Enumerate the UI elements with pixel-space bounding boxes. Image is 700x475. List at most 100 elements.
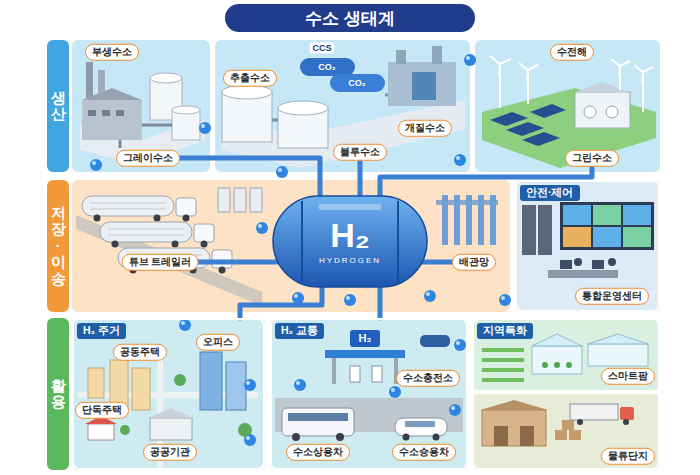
hydrogen-pipe bbox=[180, 158, 320, 195]
pipeline-rack bbox=[436, 195, 498, 245]
tube-trailers bbox=[219, 267, 226, 274]
hydrogen-bubbles bbox=[294, 379, 306, 391]
panel-grounds bbox=[72, 318, 265, 470]
logistics-complex bbox=[494, 426, 508, 446]
logistics-complex bbox=[620, 407, 634, 420]
control-room bbox=[608, 258, 616, 266]
tube-trailers bbox=[100, 222, 192, 242]
byproduct-plant bbox=[102, 110, 110, 116]
housing-district bbox=[88, 368, 104, 398]
panel-grounds bbox=[72, 180, 510, 312]
label-pill: 배관망 bbox=[452, 254, 496, 271]
hydrogen-bubbles bbox=[244, 379, 256, 391]
tag-text: 물류단지 bbox=[608, 450, 648, 463]
smart-farm bbox=[482, 350, 524, 380]
tag-text: 추출수소 bbox=[230, 72, 270, 85]
tag-text: 튜브 트레일러 bbox=[129, 256, 192, 269]
housing-district bbox=[148, 408, 194, 418]
smart-farm bbox=[532, 334, 582, 346]
tag-text: 수소충전소 bbox=[403, 372, 453, 385]
reforming-plant bbox=[222, 46, 465, 168]
reforming-plant bbox=[432, 46, 442, 64]
section-panel: 스마트팜물류단지지역특화 bbox=[472, 318, 660, 470]
byproduct-plant bbox=[82, 100, 142, 140]
logistics-complex bbox=[482, 410, 546, 446]
transport-district bbox=[292, 433, 300, 441]
housing-district bbox=[88, 424, 114, 440]
hydrogen-pipe bbox=[240, 288, 322, 318]
hydrogen-bubbles bbox=[199, 122, 211, 134]
tag-text: 수소승용차 bbox=[399, 446, 449, 459]
hydrogen-bubbles bbox=[464, 54, 476, 66]
tube-trailers bbox=[172, 241, 179, 248]
green-hydrogen-island bbox=[482, 56, 656, 168]
reforming-plant bbox=[278, 101, 328, 115]
tube-trailers bbox=[154, 215, 161, 222]
label-pill: 수소승용차 bbox=[392, 444, 456, 461]
label-pill: 스마트팜 bbox=[601, 368, 655, 385]
control-room bbox=[623, 205, 651, 225]
green-hydrogen-island bbox=[490, 112, 528, 126]
tag-text: 개질수소 bbox=[405, 122, 445, 135]
panel-heading: 안전·제어 bbox=[520, 185, 580, 201]
tube-trailers bbox=[94, 215, 101, 222]
byproduct-plant bbox=[172, 106, 200, 114]
hydrogen-bubbles bbox=[244, 434, 256, 446]
smart-farm bbox=[588, 334, 648, 344]
label-pill: 수소상용차 bbox=[286, 444, 350, 461]
tube-trailers bbox=[218, 188, 230, 212]
panel-grounds bbox=[270, 318, 468, 470]
green-hydrogen-island bbox=[611, 59, 630, 90]
transport-district bbox=[282, 408, 354, 436]
control-room bbox=[592, 260, 604, 269]
logistics-complex bbox=[520, 426, 534, 446]
housing-district bbox=[226, 362, 246, 410]
tank-outline bbox=[301, 201, 303, 282]
transport-district bbox=[395, 418, 447, 436]
category-tab: 활용 bbox=[47, 318, 69, 470]
panel-grounds bbox=[72, 40, 210, 172]
reforming-plant bbox=[388, 62, 456, 106]
diagram-title: 수소 생태계 bbox=[225, 4, 475, 32]
smart-farm bbox=[566, 362, 572, 368]
tube-trailers bbox=[100, 222, 214, 248]
label-pill: 수전해 bbox=[550, 44, 594, 61]
panel-grounds bbox=[215, 40, 470, 172]
tube-trailers bbox=[183, 215, 190, 222]
control-room bbox=[522, 205, 536, 255]
tank-outline bbox=[273, 196, 427, 287]
tag-text: 수전해 bbox=[557, 46, 587, 59]
transport-district bbox=[405, 421, 435, 427]
logistics-complex bbox=[577, 419, 583, 425]
tube-trailers bbox=[90, 209, 166, 210]
section-panel: 통합운영센터 안전·제어 bbox=[515, 180, 660, 312]
category-label: 활용 bbox=[51, 378, 66, 411]
label-pill: 그린수소 bbox=[565, 150, 619, 167]
control-room bbox=[563, 205, 591, 225]
tag-text: 수소상용차 bbox=[293, 446, 343, 459]
logistics-complex bbox=[480, 400, 548, 410]
housing-district bbox=[150, 418, 192, 440]
transport-district bbox=[372, 366, 382, 382]
category-label: 생산 bbox=[51, 90, 66, 123]
hydrogen-bubbles bbox=[90, 159, 102, 171]
tag-text: 통합운영센터 bbox=[582, 290, 642, 303]
label-pill: 물류단지 bbox=[601, 448, 655, 465]
byproduct-plant bbox=[150, 73, 182, 83]
transport-district bbox=[350, 330, 380, 347]
label-pill: 공공기관 bbox=[143, 444, 197, 461]
transport-district bbox=[336, 433, 344, 441]
tag-text: 그린수소 bbox=[572, 152, 612, 165]
ccs-tag: CCS bbox=[309, 43, 334, 54]
green-hydrogen-island bbox=[634, 65, 653, 112]
panel-heading: H₂ 주거 bbox=[77, 323, 126, 339]
label-pill: 부생수소 bbox=[85, 44, 139, 61]
transport-district bbox=[288, 413, 348, 421]
label-pill: 공동주택 bbox=[113, 344, 167, 361]
hydrogen-bubbles bbox=[256, 222, 268, 234]
tube-trailers bbox=[212, 250, 232, 268]
reforming-plant bbox=[300, 58, 355, 76]
tag-text: 블루수소 bbox=[340, 146, 380, 159]
